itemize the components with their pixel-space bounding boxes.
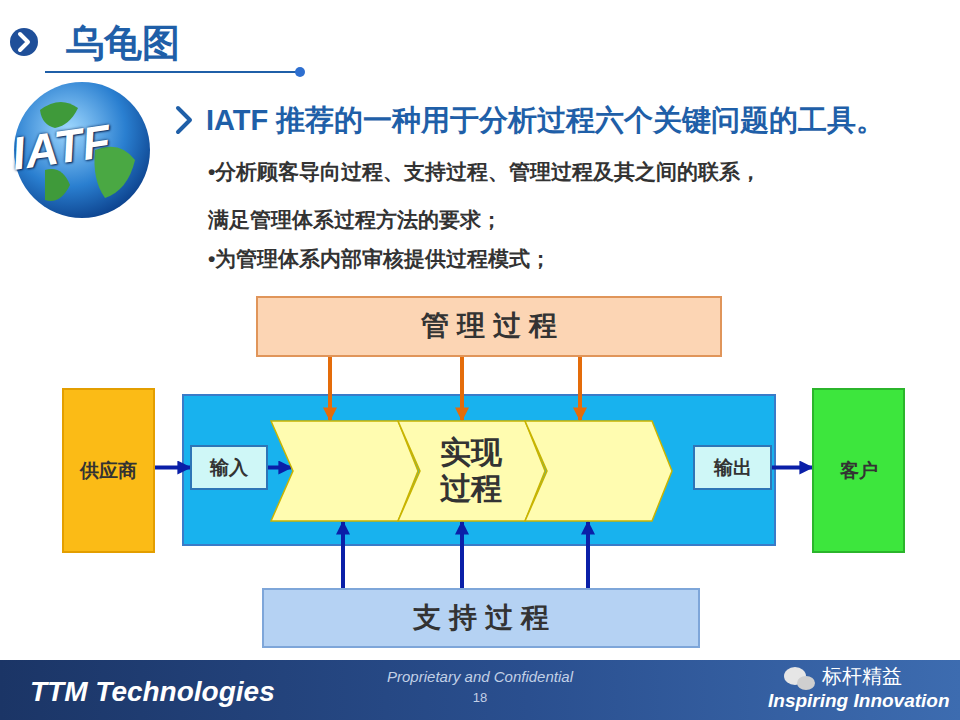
node-label: 支 持 过 程 <box>413 602 548 634</box>
support-process-box: 支 持 过 程 <box>262 588 700 648</box>
node-label: 输出 <box>714 457 752 479</box>
subtitle: IATF 推荐的一种用于分析过程六个关键问题的工具。 <box>206 103 885 138</box>
page-number: 18 <box>473 690 487 706</box>
underline-dot <box>295 67 305 77</box>
management-process-box: 管 理 过 程 <box>256 296 722 357</box>
connector-arrow <box>460 522 464 588</box>
customer-box: 客户 <box>812 388 905 553</box>
connector-arrow <box>328 357 332 420</box>
node-label: 实现 过程 <box>436 435 507 506</box>
supplier-box: 供应商 <box>62 388 155 553</box>
confidential-note: Proprietary and Confidential <box>387 668 573 686</box>
chevron-segment <box>398 421 545 521</box>
output-box: 输出 <box>693 445 772 490</box>
footer-band <box>0 660 960 720</box>
connector-arrow <box>586 522 590 588</box>
watermark: 标杆精益 <box>822 664 902 688</box>
heading-chevron <box>20 34 28 50</box>
connector-arrow <box>341 522 345 588</box>
node-label: 输入 <box>210 457 248 479</box>
heading-bullet <box>10 28 38 56</box>
title-underline <box>45 71 300 73</box>
node-label: 供应商 <box>80 460 137 482</box>
connector-arrow <box>578 357 582 420</box>
wechat-icon <box>784 667 815 690</box>
subtitle-chevron <box>178 108 190 132</box>
company-logo: TTM Technologies <box>30 675 275 709</box>
slogan: Inspiring Innovation <box>768 690 950 713</box>
connector-arrow <box>155 466 190 470</box>
bullet-text: •分析顾客导向过程、支持过程、管理过程及其之间的联系， 满足管理体系过程方法的要… <box>208 148 773 244</box>
chevron-segment <box>525 421 672 521</box>
node-label: 管 理 过 程 <box>421 310 556 342</box>
node-label: 客户 <box>840 460 878 482</box>
realization-process: 实现 过程 <box>270 420 673 522</box>
bubble <box>797 676 815 690</box>
connector-arrow <box>268 466 291 470</box>
input-box: 输入 <box>190 445 268 490</box>
connector-arrow <box>460 357 464 420</box>
bullet-text: •为管理体系内部审核提供过程模式； <box>208 246 551 271</box>
chevron-segment <box>271 421 418 521</box>
process-frame <box>183 395 775 545</box>
slide-title: 乌龟图 <box>66 18 180 69</box>
connector-arrow <box>772 466 812 470</box>
